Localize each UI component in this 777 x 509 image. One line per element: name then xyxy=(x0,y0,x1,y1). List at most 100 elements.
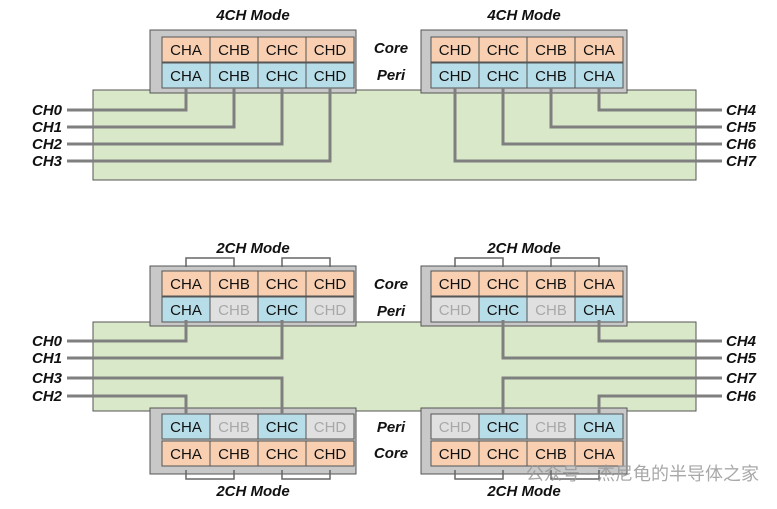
bottom-board xyxy=(92,321,697,412)
bottom-ul-mode-title: 2CH Mode xyxy=(215,240,289,257)
bottom-lr-mode-title: 2CH Mode xyxy=(486,483,560,500)
pairing-brackets xyxy=(185,257,600,480)
wire-b-ch1 xyxy=(67,320,284,360)
lr-core-cell-label-0: CHD xyxy=(439,446,472,463)
channel-label-ch6: CH6 xyxy=(726,136,757,153)
ur-core-cell-1 xyxy=(478,270,528,297)
bottom-peri-label-lower: Peri xyxy=(377,419,406,436)
lr-peri-cell-label-0: CHD xyxy=(439,419,472,436)
channel-label-b-ch0: CH0 xyxy=(32,333,63,350)
bottom-peri-label-upper: Peri xyxy=(377,303,406,320)
ul-core-cell-label-2: CHC xyxy=(266,276,299,293)
ll-core-cell-label-3: CHD xyxy=(314,446,347,463)
wire-ch0 xyxy=(67,88,188,112)
top-peri-label: Peri xyxy=(377,67,406,84)
ur-peri-cell-label-2: CHB xyxy=(535,302,567,319)
ur-peri-cell-0 xyxy=(430,296,480,323)
channel-label-ch3: CH3 xyxy=(32,153,63,170)
wire-b-ch4 xyxy=(597,320,722,343)
top-wires xyxy=(67,88,722,163)
top-left-peri-cell-label-1: CHB xyxy=(218,68,250,85)
ll-core-cell-3 xyxy=(305,440,355,467)
top-left-core-cell-label-3: CHD xyxy=(314,42,347,59)
lr-core-cell-label-3: CHA xyxy=(583,446,615,463)
channel-label-b-ch1: CH1 xyxy=(32,350,62,367)
ur-peri-cell-1 xyxy=(478,296,528,323)
ll-peri-cell-label-2: CHC xyxy=(266,419,299,436)
ur-peri-cell-label-1: CHC xyxy=(487,302,520,319)
top-left-mode-title: 4CH Mode xyxy=(215,7,289,24)
channel-label-b-ch5: CH5 xyxy=(726,350,757,367)
lr-core-cell-0 xyxy=(430,440,480,467)
bracket-ur-dc xyxy=(454,257,504,267)
top-right-peri-cell-1 xyxy=(478,62,528,89)
top-left-peri-cell-2 xyxy=(257,62,307,89)
top-right-core-cell-label-1: CHC xyxy=(487,42,520,59)
lr-peri-cell-label-3: CHA xyxy=(583,419,615,436)
lr-core-cell-label-1: CHC xyxy=(487,446,520,463)
wire-ch4 xyxy=(597,88,722,112)
wire-ch2 xyxy=(67,88,284,146)
wire-ch1 xyxy=(67,88,236,129)
top-left-core-cell-3 xyxy=(305,36,355,63)
ur-core-cell-2 xyxy=(526,270,576,297)
ll-core-cell-0 xyxy=(161,440,211,467)
ul-core-cell-label-0: CHA xyxy=(170,276,202,293)
top-board xyxy=(92,89,697,181)
ur-core-cell-label-1: CHC xyxy=(487,276,520,293)
bracket-ul-ab xyxy=(185,257,235,267)
wire-b-ch7 xyxy=(501,376,722,414)
lr-peri-cell-0 xyxy=(430,413,480,440)
channel-label-b-ch3: CH3 xyxy=(32,370,63,387)
wire-ch3 xyxy=(67,88,332,163)
top-right-peri-cell-label-0: CHD xyxy=(439,68,472,85)
wire-b-ch6 xyxy=(597,394,722,414)
ll-peri-cell-1 xyxy=(209,413,259,440)
bottom-wires xyxy=(67,320,722,414)
ll-core-cell-label-1: CHB xyxy=(218,446,250,463)
lr-peri-cell-label-1: CHC xyxy=(487,419,520,436)
ul-core-cell-label-3: CHD xyxy=(314,276,347,293)
bottom-ll-mode-title: 2CH Mode xyxy=(215,483,289,500)
ll-peri-cell-label-0: CHA xyxy=(170,419,202,436)
ul-core-cell-1 xyxy=(209,270,259,297)
lr-peri-cell-2 xyxy=(526,413,576,440)
ul-core-cell-3 xyxy=(305,270,355,297)
top-left-peri-cell-0 xyxy=(161,62,211,89)
top-right-core-cell-label-3: CHA xyxy=(583,42,615,59)
channel-label-ch1: CH1 xyxy=(32,119,62,136)
lr-core-cell-1 xyxy=(478,440,528,467)
top-right-core-cell-label-2: CHB xyxy=(535,42,567,59)
ur-core-cell-label-0: CHD xyxy=(439,276,472,293)
top-right-mode-title: 4CH Mode xyxy=(486,7,560,24)
channel-label-ch7: CH7 xyxy=(726,153,757,170)
bottom-channel-cells: CHA CHB CHC CHD CHA CHB CHC CHD CHD CHC CHB CHA CHD C… xyxy=(161,270,624,467)
ul-peri-cell-label-2: CHC xyxy=(266,302,299,319)
lr-peri-cell-label-2: CHB xyxy=(535,419,567,436)
ur-core-cell-label-2: CHB xyxy=(535,276,567,293)
watermark: 公众号 · 杰尼龟的半导体之家 xyxy=(525,464,759,485)
bottom-core-label-upper: Core xyxy=(374,276,408,293)
wire-b-ch0 xyxy=(67,320,188,343)
ur-core-cell-label-3: CHA xyxy=(583,276,615,293)
ll-core-cell-label-2: CHC xyxy=(266,446,299,463)
wire-ch5 xyxy=(549,88,722,129)
ll-peri-cell-label-3: CHD xyxy=(314,419,347,436)
ll-core-cell-1 xyxy=(209,440,259,467)
channel-label-b-ch6: CH6 xyxy=(726,388,757,405)
top-left-peri-cell-label-2: CHC xyxy=(266,68,299,85)
top-left-core-cell-label-1: CHB xyxy=(218,42,250,59)
bracket-ll-ab xyxy=(185,470,235,480)
ul-core-cell-label-1: CHB xyxy=(218,276,250,293)
top-right-peri-cell-label-2: CHB xyxy=(535,68,567,85)
wire-b-ch2 xyxy=(67,394,188,414)
bottom-ur-mode-title: 2CH Mode xyxy=(486,240,560,257)
channel-label-b-ch7: CH7 xyxy=(726,370,757,387)
top-left-peri-cell-label-0: CHA xyxy=(170,68,202,85)
channel-label-b-ch4: CH4 xyxy=(726,333,757,350)
ul-peri-cell-label-0: CHA xyxy=(170,302,202,319)
top-right-core-cell-3 xyxy=(574,36,624,63)
bracket-ul-cd xyxy=(281,257,331,267)
